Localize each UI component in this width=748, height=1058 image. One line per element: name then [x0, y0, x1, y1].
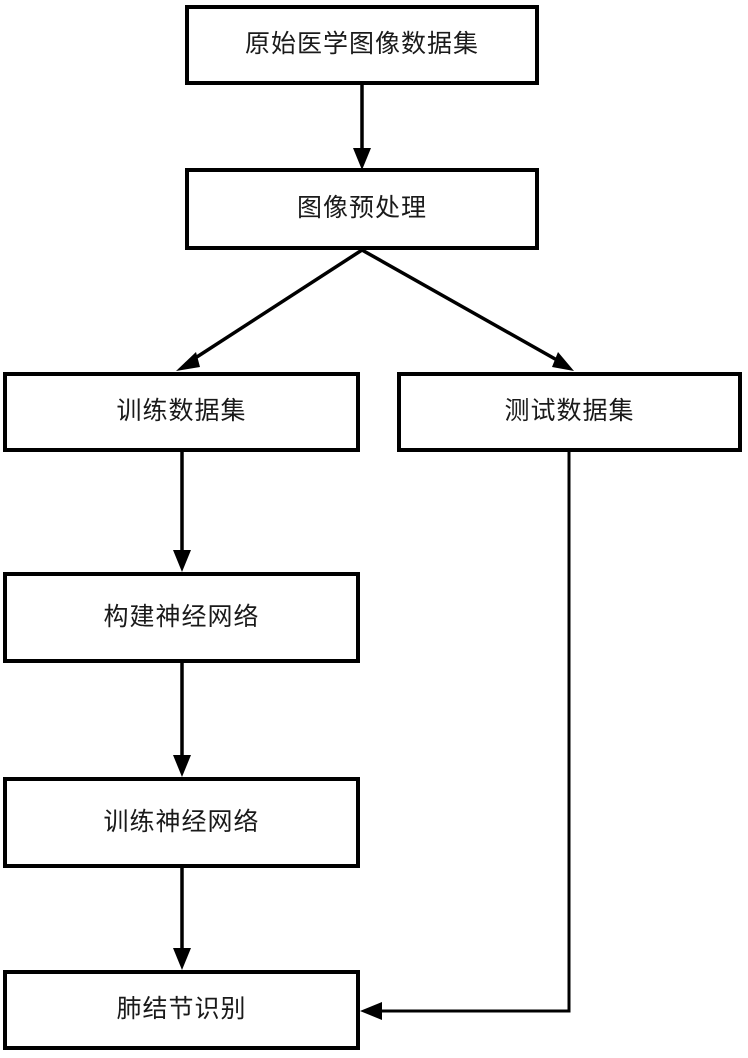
node-training-dataset[interactable]: 训练数据集 [3, 372, 360, 452]
edge-test-dataset-to-nodule-recognition [360, 452, 571, 1020]
node-label-test-dataset: 测试数据集 [504, 398, 635, 425]
node-test-dataset[interactable]: 测试数据集 [397, 372, 742, 452]
edge-train-network-to-nodule-recognition [173, 868, 191, 970]
node-train-neural-network[interactable]: 训练神经网络 [3, 777, 360, 868]
edge-preprocessing-to-test-dataset [361, 248, 574, 371]
edge-build-network-to-train-network [173, 663, 191, 777]
node-build-neural-network[interactable]: 构建神经网络 [3, 572, 360, 663]
node-label-build-neural-network: 构建神经网络 [103, 603, 260, 631]
node-label-original-medical-image-dataset: 原始医学图像数据集 [244, 31, 479, 58]
edge-original-dataset-to-preprocessing [353, 84, 371, 170]
node-label-train-neural-network: 训练神经网络 [103, 808, 260, 836]
node-image-preprocessing[interactable]: 图像预处理 [185, 168, 539, 250]
edge-preprocessing-to-training-dataset [176, 248, 363, 371]
node-original-medical-image-dataset[interactable]: 原始医学图像数据集 [185, 5, 539, 85]
node-pulmonary-nodule-recognition[interactable]: 肺结节识别 [3, 970, 360, 1050]
node-label-training-dataset: 训练数据集 [116, 398, 247, 425]
edge-training-dataset-to-build-network [173, 452, 191, 572]
node-label-pulmonary-nodule-recognition: 肺结节识别 [116, 996, 247, 1023]
node-label-image-preprocessing: 图像预处理 [296, 195, 427, 222]
